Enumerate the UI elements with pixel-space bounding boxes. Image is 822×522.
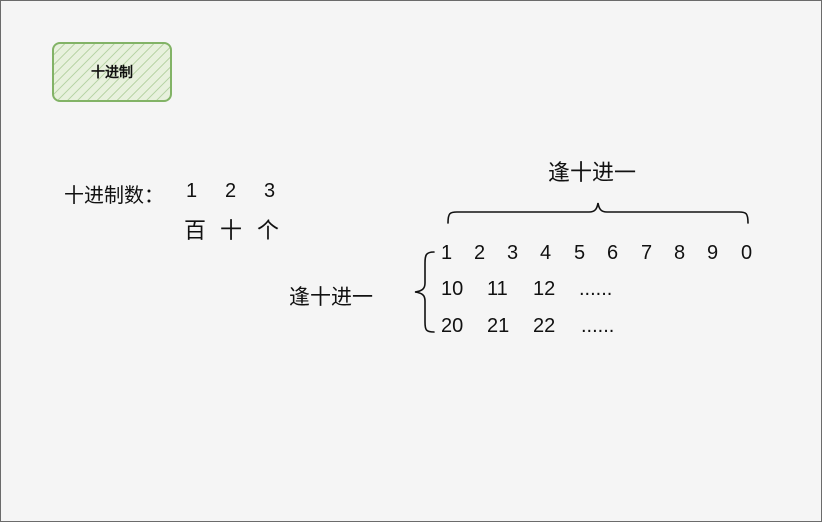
number-cell: 21 — [487, 315, 510, 337]
number-cell: 4 — [540, 242, 552, 264]
place-value-prefix: 十进制数： — [64, 185, 164, 207]
number-cell: 2 — [474, 242, 486, 264]
title-label: 十进制 — [91, 64, 133, 80]
ellipsis: ...... — [579, 278, 613, 300]
place-tens: 十 — [220, 218, 243, 243]
left-brace-label: 逢十进一 — [289, 286, 373, 309]
digit-ones: 3 — [264, 180, 276, 202]
number-cell: 10 — [441, 278, 464, 300]
number-cell: 5 — [574, 242, 586, 264]
top-brace-label: 逢十进一 — [548, 160, 637, 185]
number-cell: 7 — [641, 242, 653, 264]
number-cell: 6 — [607, 242, 619, 264]
number-cell: 0 — [741, 242, 753, 264]
digit-tens: 2 — [225, 180, 237, 202]
number-cell: 22 — [533, 315, 556, 337]
title-box[interactable]: 十进制 — [52, 42, 172, 102]
number-cell: 11 — [487, 278, 508, 300]
number-cell: 1 — [441, 242, 453, 264]
ellipsis: ...... — [581, 315, 615, 337]
place-hundreds: 百 — [184, 218, 207, 243]
number-cell: 3 — [507, 242, 519, 264]
number-cell: 9 — [707, 242, 719, 264]
number-cell: 20 — [441, 315, 464, 337]
digit-hundreds: 1 — [186, 180, 198, 202]
number-cell: 8 — [674, 242, 686, 264]
place-ones: 个 — [257, 218, 280, 243]
number-cell: 12 — [533, 278, 556, 300]
